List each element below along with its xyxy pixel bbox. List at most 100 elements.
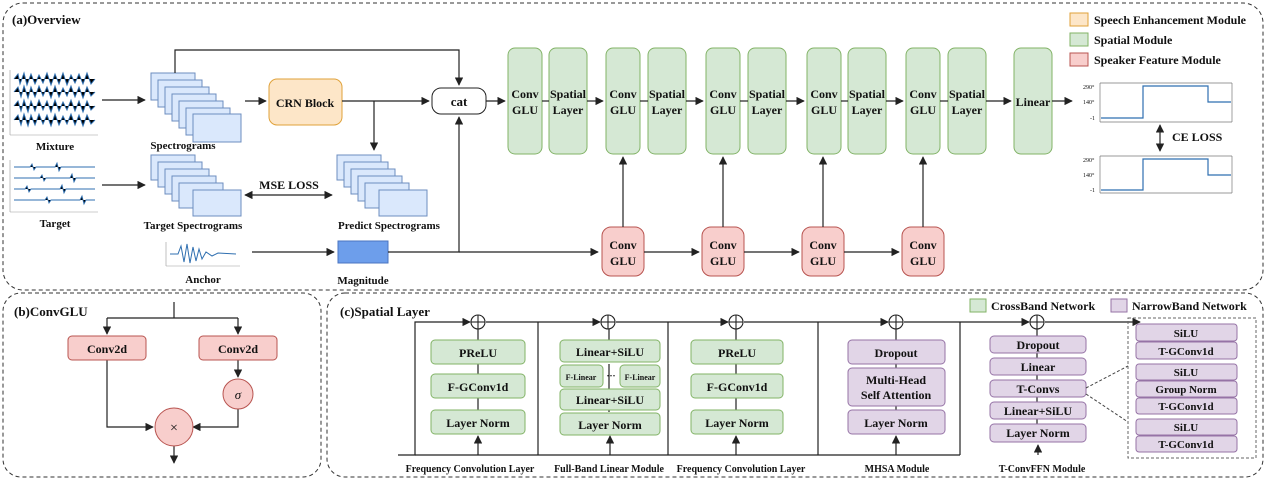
t-convs-detail: SiLU T-GConv1d SiLU Group Norm T-GConv1d… [1127, 317, 1257, 459]
spatial-chain [507, 47, 1073, 155]
magnitude-label: Magnitude [337, 275, 388, 287]
predict-spectrograms-label: Predict Spectrograms [338, 220, 441, 232]
speaker-chain-labels: Conv GLU Conv GLU Conv GLU Conv GLU [609, 238, 936, 268]
svg-text:Layer: Layer [752, 103, 783, 117]
svg-text:GLU: GLU [811, 103, 837, 117]
svg-text:Spatial: Spatial [550, 87, 587, 101]
spatial-chain-labels: Conv GLU Spatial Layer Conv GLU Spatial … [511, 87, 1051, 117]
svg-text:Layer Norm: Layer Norm [578, 418, 641, 432]
svg-text:Layer Norm: Layer Norm [446, 416, 509, 430]
svg-text:T-GConv1d: T-GConv1d [1158, 401, 1213, 413]
mixture-waveform [9, 70, 98, 136]
crn-block-label: CRN Block [276, 96, 335, 110]
spectrograms-label: Spectrograms [150, 140, 216, 152]
frequency-convolution-layer-1: PReLU F-GConv1d Layer Norm Frequency Con… [406, 329, 535, 475]
cat-label: cat [451, 94, 468, 109]
svg-text:140°: 140° [1083, 99, 1095, 106]
svg-text:Self Attention: Self Attention [861, 388, 932, 402]
svg-text:GLU: GLU [710, 103, 736, 117]
ce-loss-label: CE LOSS [1172, 130, 1223, 144]
svg-text:PReLU: PReLU [718, 346, 756, 360]
svg-text:Layer: Layer [652, 103, 683, 117]
speaker-chain [601, 156, 945, 277]
overview-title: (a)Overview [12, 12, 81, 27]
svg-text:Conv: Conv [810, 87, 837, 101]
frequency-convolution-layer-2: PReLU F-GConv1d Layer Norm Frequency Con… [677, 329, 806, 475]
t-convffn-module: Dropout Linear T-Convs Linear+SiLU Layer… [989, 329, 1129, 475]
legend-swatch-speech [1069, 12, 1089, 27]
svg-text:T-Convs: T-Convs [1017, 382, 1060, 396]
convglu-panel [2, 292, 322, 478]
svg-text:GLU: GLU [710, 254, 736, 268]
svg-text:GLU: GLU [910, 254, 936, 268]
svg-text:F-GConv1d: F-GConv1d [448, 380, 509, 394]
svg-text:Spatial: Spatial [649, 87, 686, 101]
svg-text:Linear+SiLU: Linear+SiLU [576, 345, 645, 359]
multiply-label: × [170, 421, 178, 436]
svg-text:Spatial: Spatial [849, 87, 886, 101]
svg-text:GLU: GLU [810, 254, 836, 268]
convglu-connectors [102, 302, 243, 464]
svg-text:Conv: Conv [909, 87, 936, 101]
svg-text:Spatial: Spatial [749, 87, 786, 101]
svg-text:SiLU: SiLU [1174, 328, 1199, 340]
svg-text:Layer Norm: Layer Norm [705, 416, 768, 430]
svg-text:GLU: GLU [512, 103, 538, 117]
svg-text:T-GConv1d: T-GConv1d [1158, 439, 1213, 451]
svg-text:T-GConv1d: T-GConv1d [1158, 346, 1213, 358]
svg-text:Linear: Linear [1021, 360, 1056, 374]
full-band-linear-module: Linear+SiLU F-Linear ··· F-Linear Linear… [554, 329, 664, 475]
legend-swatch-narrowband [1110, 298, 1128, 313]
legend-speech: Speech Enhancement Module [1094, 13, 1247, 27]
spectrograms-stack [150, 72, 242, 143]
svg-text:GLU: GLU [610, 254, 636, 268]
mse-loss-label: MSE LOSS [259, 178, 319, 192]
svg-text:-1: -1 [1090, 188, 1095, 194]
svg-text:Conv: Conv [709, 87, 736, 101]
svg-text:290°: 290° [1083, 157, 1095, 164]
mixture-label: Mixture [36, 141, 74, 153]
svg-text:-1: -1 [1090, 116, 1095, 122]
svg-text:Layer Norm: Layer Norm [864, 416, 927, 430]
svg-text:F-Linear: F-Linear [625, 373, 656, 382]
svg-text:MHSA Module: MHSA Module [865, 464, 930, 475]
svg-text:Dropout: Dropout [1016, 338, 1059, 352]
spatial-layer-backbone [398, 317, 1141, 456]
spatial-layer-panel [326, 292, 1264, 478]
svg-text:Conv: Conv [609, 238, 636, 252]
conv2d-right-block [198, 335, 278, 361]
svg-text:Conv: Conv [511, 87, 538, 101]
magnitude-block [337, 240, 389, 264]
add-nodes [470, 314, 1045, 330]
anchor-label: Anchor [185, 274, 221, 286]
svg-text:Linear+SiLU: Linear+SiLU [1004, 404, 1073, 418]
svg-text:Conv: Conv [609, 87, 636, 101]
output-plot-bottom: 290° 140° -1 [1083, 155, 1233, 194]
sigmoid-node [222, 378, 254, 410]
svg-text:Layer: Layer [553, 103, 584, 117]
overview-panel [2, 2, 1264, 291]
legend-swatch-crossband [969, 298, 987, 313]
output-plot-top: 290° 140° -1 [1083, 82, 1233, 123]
linear-label: Linear [1016, 95, 1051, 109]
legend-swatch-spatial [1069, 32, 1089, 47]
conv2d-right-label: Conv2d [218, 342, 258, 356]
svg-text:Conv: Conv [809, 238, 836, 252]
overview-connectors [102, 49, 599, 257]
svg-text:PReLU: PReLU [459, 346, 497, 360]
svg-text:Dropout: Dropout [874, 346, 917, 360]
svg-text:GLU: GLU [910, 103, 936, 117]
svg-text:F-Linear: F-Linear [566, 373, 597, 382]
target-spectrograms-stack [150, 154, 242, 217]
legend-narrowband: NarrowBand Network [1132, 299, 1247, 313]
svg-text:Frequency Convolution Layer: Frequency Convolution Layer [677, 464, 806, 475]
conv2d-left-label: Conv2d [87, 342, 127, 356]
predict-spectrograms-stack [336, 154, 428, 217]
mhsa-module: Dropout Multi-Head Self Attention Layer … [847, 329, 946, 475]
svg-text:Linear+SiLU: Linear+SiLU [576, 393, 645, 407]
svg-text:Layer: Layer [852, 103, 883, 117]
svg-text:290°: 290° [1083, 84, 1095, 91]
svg-text:Multi-Head: Multi-Head [866, 373, 926, 387]
legend-spatial: Spatial Module [1094, 33, 1173, 47]
